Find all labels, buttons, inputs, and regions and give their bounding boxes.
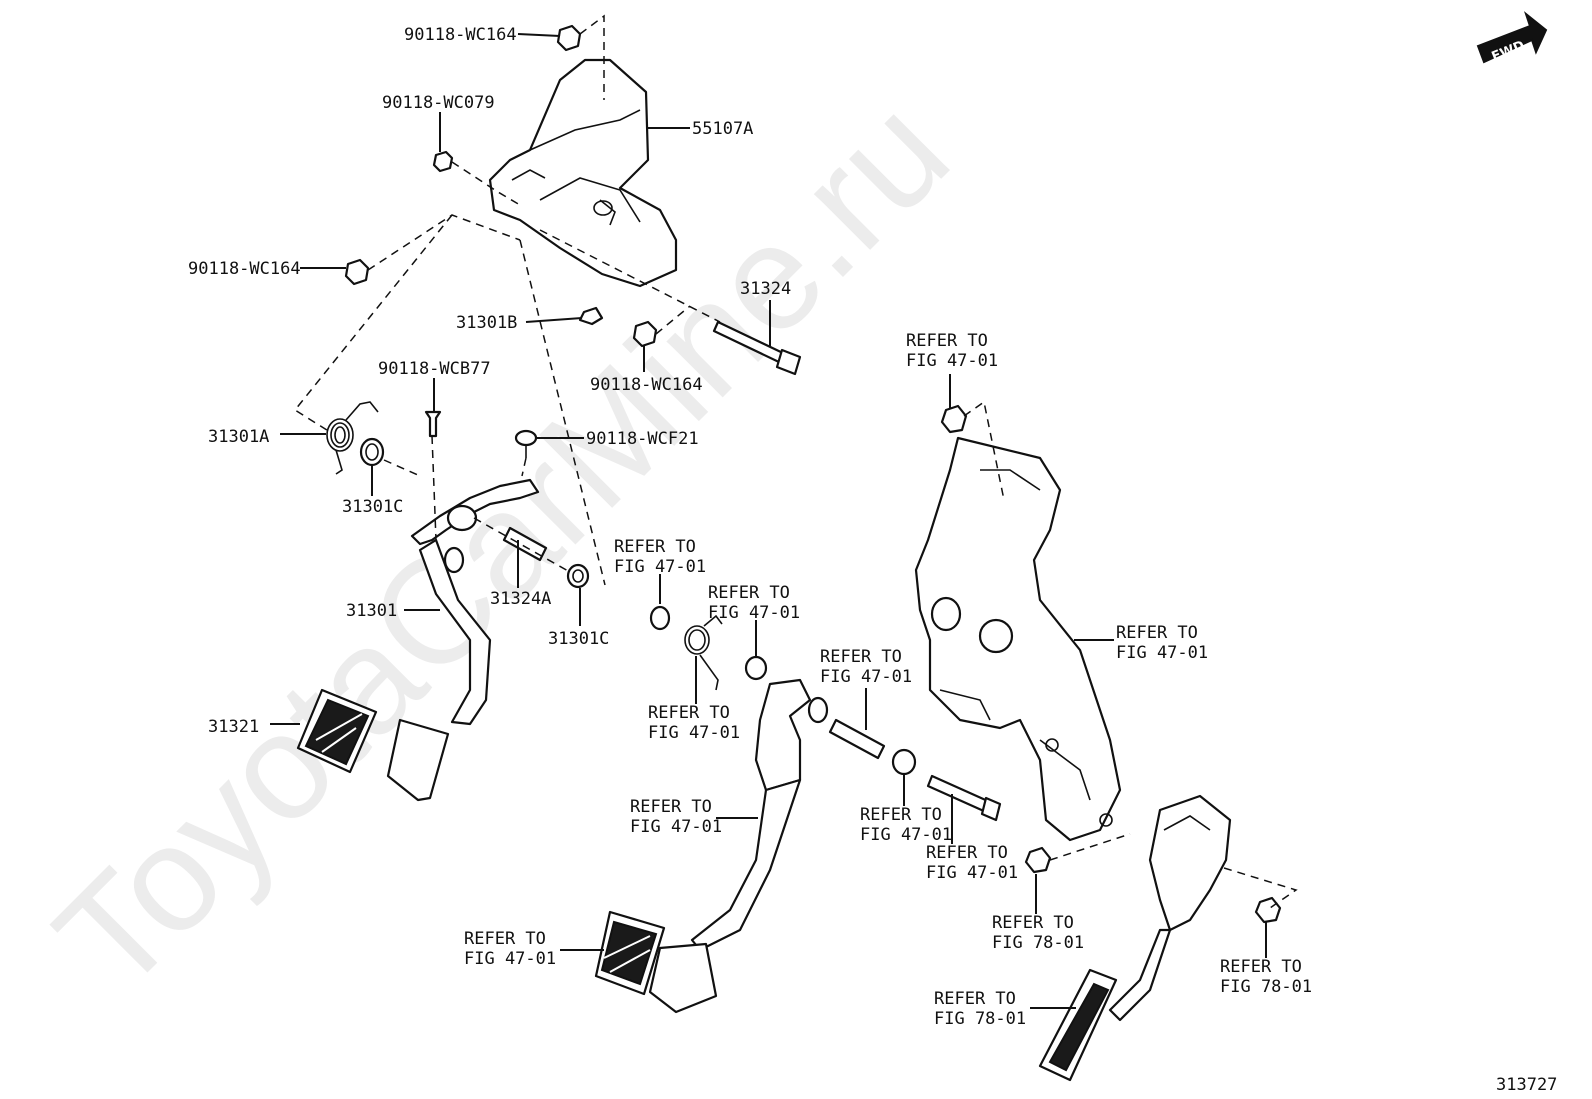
refer-line: REFER TO <box>708 583 790 603</box>
label-stopper-wcf21: 90118-WCF21 <box>586 429 699 449</box>
refer-line: FIG 47-01 <box>820 667 912 687</box>
refer-line: REFER TO <box>464 929 546 949</box>
label-spring-31301a: 31301A <box>208 427 269 447</box>
refer-line: FIG 47-01 <box>1116 643 1208 663</box>
refer-line: FIG 78-01 <box>992 933 1084 953</box>
label-bolt-31324: 31324 <box>740 279 791 299</box>
label-clip-wcb77: 90118-WCB77 <box>378 359 491 379</box>
figure-number: 313727 <box>1496 1075 1557 1095</box>
part-labels: 90118-WC164 90118-WC079 55107A 90118-WC1… <box>188 25 1557 1095</box>
fwd-arrow-icon: FWD <box>1476 11 1548 65</box>
refer-line: REFER TO <box>906 331 988 351</box>
refer-line: REFER TO <box>820 647 902 667</box>
label-bracket-55107a: 55107A <box>692 119 753 139</box>
label-collar-31324a: 31324A <box>490 589 551 609</box>
accelerator-pedal-assembly <box>1024 794 1298 1082</box>
label-nut-bottom: 90118-WC164 <box>590 375 703 395</box>
refer-line: REFER TO <box>1116 623 1198 643</box>
label-nut-wc079: 90118-WC079 <box>382 93 495 113</box>
refer-line: REFER TO <box>614 537 696 557</box>
refer-line: FIG 78-01 <box>1220 977 1312 997</box>
refer-line: REFER TO <box>1220 957 1302 977</box>
refer-line: FIG 47-01 <box>614 557 706 577</box>
label-bushing-31301c-a: 31301C <box>342 497 403 517</box>
refer-line: FIG 47-01 <box>906 351 998 371</box>
refer-line: REFER TO <box>992 913 1074 933</box>
nut-icon <box>344 24 658 348</box>
refer-line: REFER TO <box>926 843 1008 863</box>
refer-line: REFER TO <box>860 805 942 825</box>
label-nut-left: 90118-WC164 <box>188 259 301 279</box>
pedal-pad-31321 <box>296 688 378 774</box>
bushing-31301c-2 <box>566 563 590 589</box>
refer-line: FIG 47-01 <box>860 825 952 845</box>
assembly-guide-lines-left <box>293 14 721 586</box>
label-nut-top: 90118-WC164 <box>404 25 517 45</box>
refer-line: FIG 47-01 <box>708 603 800 623</box>
refer-line: FIG 47-01 <box>630 817 722 837</box>
clutch-pedal-arm <box>386 478 540 802</box>
refer-line: FIG 47-01 <box>648 723 740 743</box>
refer-line: FIG 47-01 <box>464 949 556 969</box>
refer-line: REFER TO <box>648 703 730 723</box>
label-bolt-31301b: 31301B <box>456 313 517 333</box>
bushing-31301c <box>359 437 385 467</box>
refer-line: REFER TO <box>934 989 1016 1009</box>
label-pedal-31301: 31301 <box>346 601 397 621</box>
bolt-31324 <box>712 320 802 376</box>
label-bushing-31301c-b: 31301C <box>548 629 609 649</box>
refer-line: FIG 78-01 <box>934 1009 1026 1029</box>
brake-bracket-right <box>914 400 1122 842</box>
clip-wcb77 <box>424 410 442 438</box>
brake-pedal-assembly <box>594 605 1002 1014</box>
refer-line: REFER TO <box>630 797 712 817</box>
label-pad-31321: 31321 <box>208 717 259 737</box>
leader-lines <box>270 33 1267 1009</box>
refer-line: FIG 47-01 <box>926 863 1018 883</box>
spring-31301a <box>326 401 379 475</box>
pedal-bracket <box>488 58 678 288</box>
